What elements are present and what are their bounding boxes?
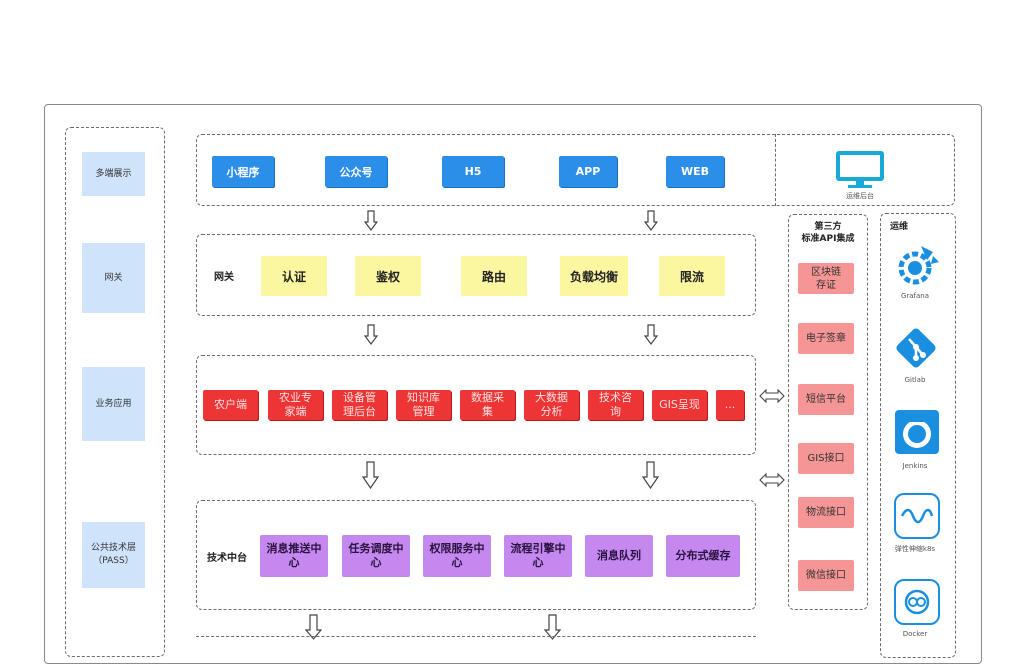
gitlab-label: Gitlab <box>904 376 926 384</box>
tech-permission-service[interactable]: 权限服务中 心 <box>423 535 491 577</box>
business-tech-consulting[interactable]: 技术咨 询 <box>588 390 643 420</box>
tech-distributed-cache[interactable]: 分布式缓存 <box>666 535 740 577</box>
business-knowledge-base[interactable]: 知识库 管理 <box>396 390 451 420</box>
clients-divider <box>775 134 776 206</box>
tech-label: 技术中台 <box>207 553 247 564</box>
business-big-data[interactable]: 大数据 分析 <box>524 390 579 420</box>
layer-label-business: 业务应用 <box>82 367 145 441</box>
tech-message-push[interactable]: 消息推送中 心 <box>260 535 328 577</box>
business-farmer-app[interactable]: 农户端 <box>203 390 258 420</box>
down-arrow-icon <box>364 324 378 345</box>
cloud-icon <box>904 589 930 615</box>
gateway-authorization[interactable]: 鉴权 <box>355 256 421 296</box>
business-device-admin[interactable]: 设备管 理后台 <box>332 390 387 420</box>
ops-console-label: 运维后台 <box>846 192 874 200</box>
ops-title: 运维 <box>890 222 909 232</box>
third-party-logistics[interactable]: 物流接口 <box>798 497 854 528</box>
third-party-blockchain[interactable]: 区块链 存证 <box>798 263 854 294</box>
third-party-group <box>788 214 868 610</box>
kubernetes-label: 弹性伸缩k8s <box>894 545 936 553</box>
business-expert-app[interactable]: 农业专 家端 <box>268 390 323 420</box>
down-arrow-icon <box>642 461 659 489</box>
monitor-icon[interactable] <box>836 151 884 189</box>
docker-icon[interactable] <box>894 579 940 625</box>
business-more[interactable]: ... <box>716 390 744 420</box>
client-miniprogram[interactable]: 小程序 <box>212 156 274 187</box>
kubernetes-icon[interactable] <box>894 493 940 539</box>
gitlab-icon[interactable] <box>893 325 939 371</box>
grafana-label: Grafana <box>900 292 930 300</box>
bidirectional-arrow-icon <box>759 473 785 487</box>
down-arrow-icon <box>644 324 658 345</box>
third-party-wechat[interactable]: 微信接口 <box>798 560 854 591</box>
business-group <box>196 355 756 455</box>
tech-task-scheduling[interactable]: 任务调度中 心 <box>342 535 410 577</box>
tech-workflow-engine[interactable]: 流程引擎中 心 <box>504 535 572 577</box>
tech-group <box>196 500 756 610</box>
tech-message-queue[interactable]: 消息队列 <box>585 535 653 577</box>
bidirectional-arrow-icon <box>759 389 785 403</box>
jenkins-label: Jenkins <box>902 462 928 470</box>
down-arrow-icon <box>644 210 658 231</box>
client-app[interactable]: APP <box>559 156 617 187</box>
client-official-account[interactable]: 公众号 <box>325 156 387 187</box>
gateway-label: 网关 <box>214 272 234 283</box>
gateway-authentication[interactable]: 认证 <box>261 256 327 296</box>
clients-group <box>196 134 955 206</box>
layer-label-display: 多端展示 <box>82 152 145 196</box>
business-gis[interactable]: GIS呈现 <box>652 390 707 420</box>
third-party-title: 第三方 标准API集成 <box>801 222 855 244</box>
gateway-routing[interactable]: 路由 <box>461 256 527 296</box>
gateway-rate-limiting[interactable]: 限流 <box>659 256 725 296</box>
down-arrow-icon <box>364 210 378 231</box>
down-arrow-icon <box>362 461 379 489</box>
third-party-sms[interactable]: 短信平台 <box>798 384 854 415</box>
client-web[interactable]: WEB <box>666 156 724 187</box>
down-arrow-icon <box>544 614 561 640</box>
docker-label: Docker <box>902 630 928 638</box>
gateway-group <box>196 234 756 316</box>
grafana-icon[interactable] <box>893 242 941 288</box>
client-h5[interactable]: H5 <box>442 156 504 187</box>
gateway-load-balancing[interactable]: 负载均衡 <box>560 256 628 296</box>
bottom-group-edge <box>196 636 756 637</box>
down-arrow-icon <box>305 614 322 640</box>
wave-icon <box>900 508 934 524</box>
layer-label-gateway: 网关 <box>82 243 145 313</box>
third-party-gis[interactable]: GIS接口 <box>798 443 854 474</box>
layer-label-paas: 公共技术层 （PASS） <box>82 522 145 588</box>
jenkins-icon[interactable] <box>893 408 941 456</box>
business-data-collection[interactable]: 数据采 集 <box>460 390 515 420</box>
third-party-e-signature[interactable]: 电子签章 <box>798 323 854 354</box>
